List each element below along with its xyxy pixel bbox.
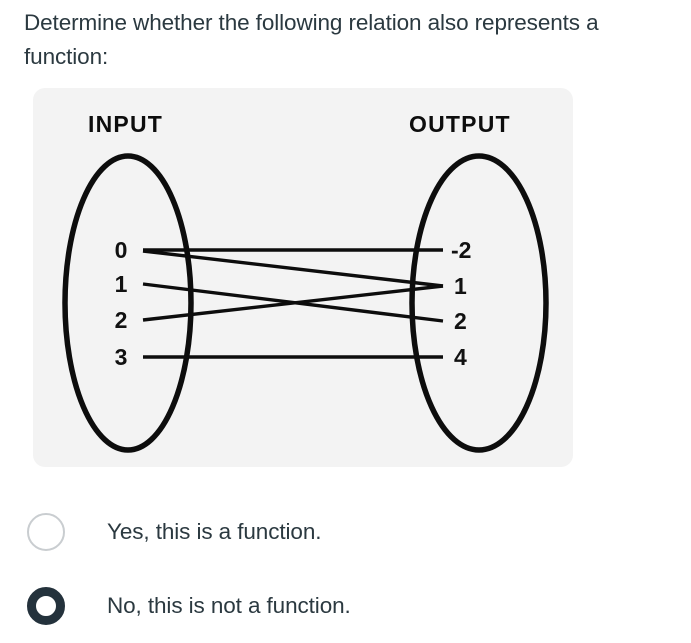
input-node-3: 3 — [115, 344, 128, 370]
mapping-line-2-to-1 — [142, 284, 444, 322]
answer-options-group: Yes, this is a function. No, this is not… — [0, 495, 691, 643]
output-node-1: 1 — [454, 273, 467, 299]
mapping-line-0-to-1 — [142, 249, 444, 288]
input-node-2: 2 — [115, 307, 128, 333]
output-set-ellipse — [409, 153, 549, 453]
output-header: OUTPUT — [409, 111, 511, 137]
output-node-neg2: -2 — [451, 237, 471, 263]
input-node-0: 0 — [115, 237, 128, 263]
radio-button-no[interactable] — [27, 587, 65, 625]
radio-button-yes[interactable] — [27, 513, 65, 551]
output-node-4: 4 — [454, 344, 467, 370]
answer-option-no-label: No, this is not a function. — [107, 593, 351, 618]
mapping-diagram-panel: INPUT OUTPUT 0 1 2 3 -2 1 2 4 — [33, 88, 573, 467]
answer-option-yes[interactable]: Yes, this is a function. — [0, 495, 691, 569]
mapping-diagram: INPUT OUTPUT 0 1 2 3 -2 1 2 4 — [62, 111, 549, 453]
input-set-ellipse — [62, 153, 194, 453]
output-node-2: 2 — [454, 308, 467, 334]
input-node-1: 1 — [115, 271, 128, 297]
question-prompt: Determine whether the following relation… — [24, 10, 599, 69]
input-header: INPUT — [88, 111, 163, 137]
answer-option-yes-label: Yes, this is a function. — [107, 519, 322, 544]
answer-option-no[interactable]: No, this is not a function. — [0, 569, 691, 643]
